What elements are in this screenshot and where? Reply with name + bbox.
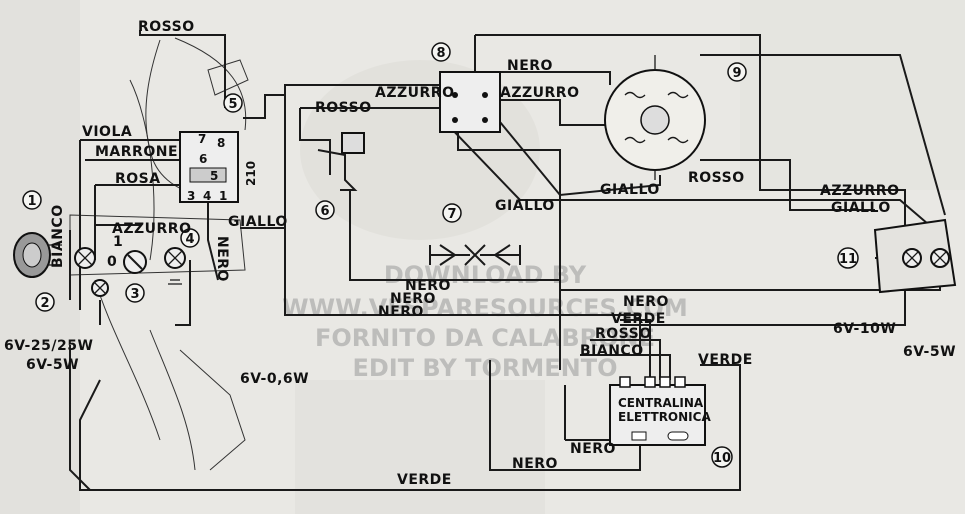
- label-nero-top: NERO: [507, 58, 553, 74]
- label-bianco: BIANCO: [50, 204, 66, 268]
- pin-5: 5: [210, 169, 218, 183]
- wires: [69, 30, 946, 491]
- label-rosso-mid: ROSSO: [315, 100, 372, 116]
- number-2: 2: [40, 296, 49, 311]
- component-numbers: 1 2 3 4 5 6 7 8 9 10 11: [22, 42, 859, 468]
- label-azzurro-far-right: AZZURRO: [820, 183, 899, 199]
- rating-headlamp: 6V-25/25W: [4, 338, 93, 354]
- flywheel-magneto: [604, 55, 706, 180]
- speedometer-bulb: [164, 247, 186, 285]
- cdi-label-line-1: CENTRALINA: [618, 396, 704, 410]
- label-rosso-top: ROSSO: [138, 19, 195, 35]
- number-8: 8: [436, 46, 445, 61]
- label-rosso-lower-right: ROSSO: [595, 326, 652, 342]
- watermark-line-4: EDIT BY TORMENTO: [352, 354, 617, 382]
- number-10: 10: [713, 451, 731, 466]
- label-azzurro-mid-left: AZZURRO: [375, 85, 454, 101]
- switch-position-1: 1: [113, 234, 123, 250]
- pin-8: 8: [217, 136, 225, 150]
- label-nero-center-1: NERO: [405, 278, 451, 294]
- wire-labels: ROSSO VIOLA MARRONE ROSA AZZURRO GIALLO …: [50, 19, 899, 488]
- number-4: 4: [185, 232, 194, 247]
- junction-block: [439, 71, 501, 133]
- headlamp-bulb: [74, 247, 96, 269]
- pin-3: 3: [187, 189, 195, 203]
- label-giallo-left: GIALLO: [228, 214, 288, 230]
- label-nero-vertical: NERO: [214, 236, 230, 282]
- rating-speedo-lamp: 6V-0,6W: [240, 371, 309, 387]
- label-nero-center-3: NERO: [378, 304, 424, 320]
- label-azzurro-mid-right: AZZURRO: [500, 85, 579, 101]
- pin-6: 6: [199, 152, 207, 166]
- label-azzurro-left: AZZURRO: [112, 221, 191, 237]
- front-position-bulb: [91, 279, 109, 297]
- horn: [13, 232, 62, 278]
- number-1: 1: [27, 194, 36, 209]
- pin-code-210: 210: [244, 161, 258, 186]
- number-9: 9: [732, 66, 741, 81]
- light-switch: [123, 250, 147, 274]
- switch-pin-labels: 7 8 6 5 3 4 1 210 1 0: [107, 132, 258, 270]
- label-rosso-right: ROSSO: [688, 170, 745, 186]
- brake-light-switch: [317, 132, 365, 191]
- ratings: 6V-25/25W 6V-5W 6V-0,6W 6V-10W 6V-5W: [4, 321, 956, 387]
- rating-rear-lamp: 6V-10W: [833, 321, 896, 337]
- rating-stop-lamp: 6V-5W: [903, 344, 956, 360]
- label-marrone: MARRONE: [95, 144, 178, 160]
- number-7: 7: [447, 207, 456, 222]
- label-rosa: ROSA: [115, 171, 161, 187]
- rating-front-lamp: 6V-5W: [26, 357, 79, 373]
- number-11: 11: [839, 252, 857, 267]
- watermark: DOWNLOAD BY WWW.VESPARESOURCES.COM FORNI…: [282, 261, 688, 382]
- switch-position-0: 0: [107, 254, 117, 270]
- watermark-line-1: DOWNLOAD BY: [384, 261, 587, 289]
- pin-7: 7: [198, 132, 206, 146]
- number-5: 5: [228, 97, 237, 112]
- label-giallo-right: GIALLO: [600, 182, 660, 198]
- pin-4: 4: [203, 189, 211, 203]
- label-nero-center-2: NERO: [390, 291, 436, 307]
- number-6: 6: [320, 204, 329, 219]
- number-3: 3: [130, 287, 139, 302]
- pin-1: 1: [219, 189, 227, 203]
- label-nero-lower-right: NERO: [623, 294, 669, 310]
- label-verde-bottom: VERDE: [397, 472, 452, 488]
- label-viola: VIOLA: [82, 124, 132, 140]
- label-giallo-far-right: GIALLO: [831, 200, 891, 216]
- cdi-unit: [609, 376, 706, 446]
- label-bianco-lower-right: BIANCO: [580, 343, 644, 359]
- label-nero-bottom-b: NERO: [512, 456, 558, 472]
- watermark-line-2: WWW.VESPARESOURCES.COM: [282, 294, 688, 322]
- tail-lamp: [873, 218, 957, 294]
- label-verde-far-right: VERDE: [698, 352, 753, 368]
- spark-plug: [429, 244, 521, 266]
- handlebar-switch: [179, 131, 239, 203]
- watermark-line-3: FORNITO DA CALABRONE: [315, 324, 655, 352]
- label-nero-bottom-a: NERO: [570, 441, 616, 457]
- cdi-label-line-2: ELETTRONICA: [618, 410, 711, 424]
- label-giallo-center: GIALLO: [495, 198, 555, 214]
- label-verde-lower-right: VERDE: [611, 311, 666, 327]
